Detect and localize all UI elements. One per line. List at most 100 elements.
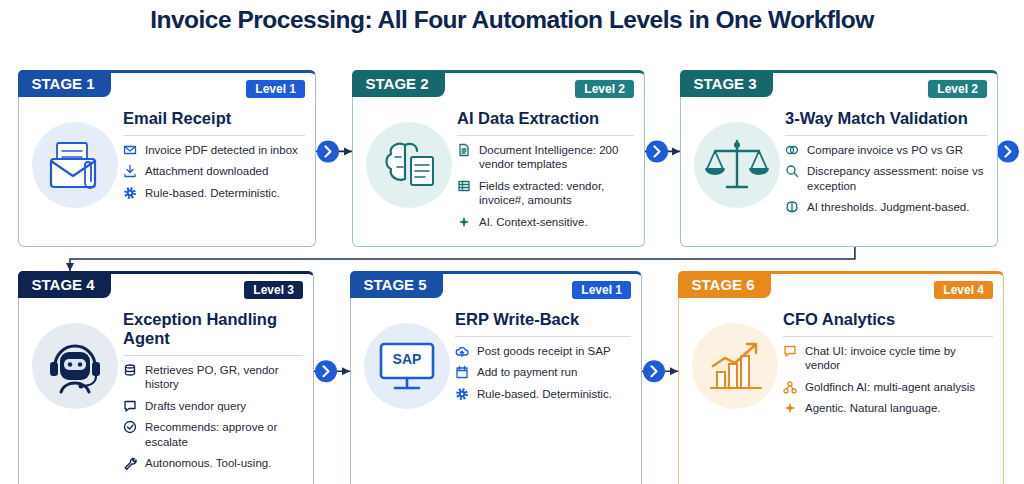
level-badge: Level 2 [928, 80, 987, 98]
bullet-row: Chat UI: invoice cycle time by vendor [783, 344, 993, 373]
bullet-icon [123, 164, 137, 178]
bullet-text: Fields extracted: vendor, invoice#, amou… [479, 179, 634, 208]
bullet-row: Attachment downloaded [123, 164, 305, 178]
bullet-text: Rule-based. Deterministic. [145, 186, 280, 200]
stage-card: STAGE 1 Level 1 Email ReceiptInvoice PDF d… [18, 70, 316, 247]
bullet-row: Retrieves PO, GR, vendor history [123, 363, 303, 392]
robot-illustration [31, 322, 119, 410]
bullet-icon [785, 200, 799, 214]
flow-button [643, 360, 665, 382]
bullet-icon [783, 344, 797, 358]
bullet-row: Compare invoice vs PO vs GR [785, 143, 987, 157]
bullet-row: Add to payment run [455, 365, 631, 379]
bullet-row: Discrepancy assessment: noise vs excepti… [785, 164, 987, 193]
stage-tab: STAGE 6 [678, 271, 771, 298]
bullet-row: Drafts vendor query [123, 399, 303, 413]
flow-button [646, 140, 668, 162]
system-label: SAP [363, 351, 451, 367]
card-body: Exception Handling AgentRetrieves PO, GR… [123, 274, 313, 484]
stage-card: STAGE 3Level 23-Way Match ValidationComp… [680, 70, 998, 247]
flow-arrow [70, 247, 855, 271]
bullet-row: Post goods receipt in SAP [455, 344, 631, 358]
stage-icon: SAP [363, 322, 451, 410]
bullet-text: Invoice PDF detected in inbox [145, 143, 298, 157]
bullet-text: Rule-based. Deterministic. [477, 387, 612, 401]
stage-icon [691, 322, 779, 410]
scale-illustration [693, 121, 781, 209]
stage-title: AI Data Extraction [457, 109, 634, 136]
stage-title: Email Receipt [123, 109, 305, 136]
bullet-icon [123, 143, 137, 157]
bullet-text: AI thresholds. Judgment-based. [807, 200, 969, 214]
bullet-text: Post goods receipt in SAP [477, 344, 611, 358]
bullet-row: Document Intelligence: 200 vendor templa… [457, 143, 634, 172]
bullet-text: Document Intelligence: 200 vendor templa… [479, 143, 634, 172]
bullet-text: Recommends: approve or escalate [145, 420, 303, 449]
bullet-icon [457, 179, 471, 193]
bullet-row: Recommends: approve or escalate [123, 420, 303, 449]
bullet-icon [785, 143, 799, 157]
level-badge: Level 1 [572, 281, 631, 299]
stage-card: STAGE 5 Level 1 SAPERP Write-BackPost good… [350, 271, 642, 484]
bullet-text: Chat UI: invoice cycle time by vendor [805, 344, 993, 373]
card-body: ERP Write-BackPost goods receipt in SAPA… [455, 274, 641, 418]
bullet-row: Goldfinch AI: multi-agent analysis [783, 380, 993, 394]
bullet-icon [457, 143, 471, 157]
card-body: CFO AnalyticsChat UI: invoice cycle time… [783, 274, 1003, 433]
stage-tab: STAGE 1 [18, 70, 111, 97]
level-badge: Level 2 [575, 80, 634, 98]
chart-illustration [691, 322, 779, 410]
bullet-row: AI thresholds. Judgment-based. [785, 200, 987, 214]
bullet-text: AI. Context-sensitive. [479, 215, 588, 229]
bullet-text: Compare invoice vs PO vs GR [807, 143, 963, 157]
stage-title: Exception Handling Agent [123, 310, 303, 356]
bullet-row: Agentic. Natural language. [783, 401, 993, 415]
bullet-text: Add to payment run [477, 365, 577, 379]
bullet-icon [783, 401, 797, 415]
next-button [997, 140, 1019, 162]
stage-icon [31, 322, 119, 410]
bullet-text: Discrepancy assessment: noise vs excepti… [807, 164, 987, 193]
card-body: 3-Way Match ValidationCompare invoice vs… [785, 73, 997, 232]
stage-tab: STAGE 4 [18, 271, 111, 298]
mail-illustration [31, 121, 119, 209]
stage-icon [365, 121, 453, 209]
stage-tab: STAGE 2 [352, 70, 445, 97]
bullet-row: Autonomous. Tool-using. [123, 456, 303, 470]
brain-illustration [365, 121, 453, 209]
stage-card: STAGE 4Level 3Exception Handling AgentRe… [18, 271, 314, 484]
bullet-text: Attachment downloaded [145, 164, 268, 178]
bullet-text: Drafts vendor query [145, 399, 246, 413]
flow-button [317, 140, 339, 162]
bullet-text: Autonomous. Tool-using. [145, 456, 271, 470]
bullet-icon [123, 186, 137, 200]
stage-card: STAGE 2Level 2AI Data ExtractionDocument… [352, 70, 645, 247]
stage-tab: STAGE 3 [680, 70, 773, 97]
bullet-icon [785, 164, 799, 178]
stage-tab: STAGE 5 [350, 271, 443, 298]
bullet-text: Retrieves PO, GR, vendor history [145, 363, 303, 392]
bullet-row: AI. Context-sensitive. [457, 215, 634, 229]
bullet-icon [783, 380, 797, 394]
bullet-row: Fields extracted: vendor, invoice#, amou… [457, 179, 634, 208]
stage-title: 3-Way Match Validation [785, 109, 987, 136]
level-badge: Level 1 [246, 80, 305, 98]
bullet-icon [123, 420, 137, 434]
level-badge: Level 4 [934, 281, 993, 299]
bullet-icon [123, 456, 137, 470]
bullet-text: Goldfinch AI: multi-agent analysis [805, 380, 975, 394]
bullet-icon [455, 344, 469, 358]
card-body: AI Data ExtractionDocument Intelligence:… [457, 73, 644, 246]
stage-title: CFO Analytics [783, 310, 993, 337]
bullet-row: Rule-based. Deterministic. [455, 387, 631, 401]
bullet-icon [455, 387, 469, 401]
flow-button [315, 360, 337, 382]
stage-icon [693, 121, 781, 209]
stage-card: STAGE 6Level 4CFO AnalyticsChat UI: invo… [678, 271, 1004, 484]
bullet-icon [123, 363, 137, 377]
bullet-text: Agentic. Natural language. [805, 401, 941, 415]
bullet-icon [457, 215, 471, 229]
bullet-row: Invoice PDF detected in inbox [123, 143, 305, 157]
